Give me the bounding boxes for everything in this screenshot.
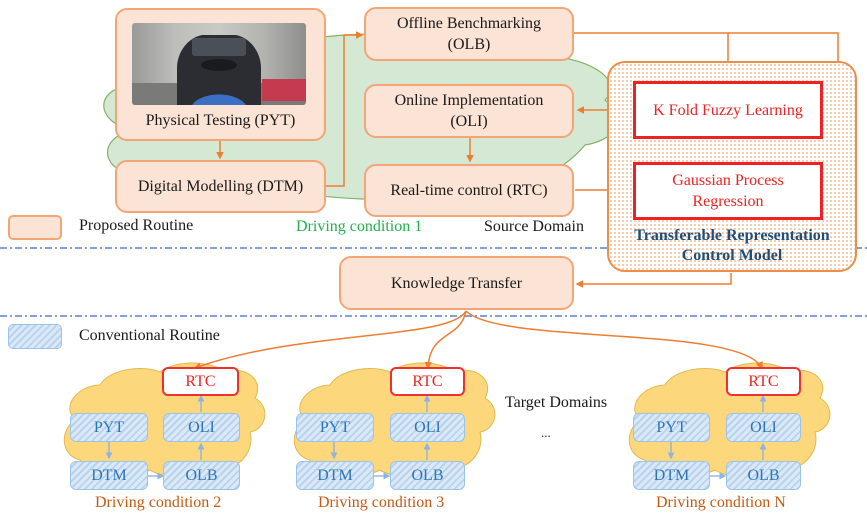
target-n-rtc-label: RTC [748, 372, 779, 390]
target-n-pyt-label: PYT [656, 418, 687, 436]
knowledge-transfer-label: Knowledge Transfer [390, 274, 523, 292]
gaussian-process-regression-box: Gaussian Process Regression [633, 162, 823, 220]
target-3-oli-box: OLI [390, 413, 465, 442]
target-n-pyt-box: PYT [633, 413, 710, 442]
target-n-dtm-box: DTM [633, 461, 710, 490]
target-3-oli-label: OLI [414, 418, 441, 436]
target-2-oli-box: OLI [163, 413, 240, 442]
car-icon [132, 35, 306, 105]
model-title-line1: Transferable Representation [634, 227, 830, 244]
target-2-olb-label: OLB [185, 466, 218, 484]
online-implementation-label: Online Implementation (OLI) [394, 92, 544, 130]
arrow-dtm-olb [326, 31, 364, 187]
target-n-oli-box: OLI [726, 413, 801, 442]
target-3-dtm-box: DTM [296, 461, 374, 490]
target-n-olb-label: OLB [747, 466, 780, 484]
gaussian-process-regression-label: Gaussian Process Regression [672, 172, 784, 210]
target-3-pyt-box: PYT [296, 413, 374, 442]
real-time-control-box: Real-time control (RTC) [364, 164, 574, 217]
online-implementation-box: Online Implementation (OLI) [364, 84, 574, 138]
target-arrows-n [667, 394, 767, 480]
driving-condition-2-label: Driving condition 2 [95, 494, 222, 511]
legend-proposed-swatch [8, 215, 62, 240]
arrow-model-kt [575, 273, 732, 288]
target-arrows-3 [330, 394, 431, 480]
target-3-pyt-label: PYT [319, 418, 351, 436]
knowledge-transfer-box: Knowledge Transfer [339, 256, 574, 310]
physical-testing-label: Physical Testing (PYT) [145, 112, 296, 129]
source-domain-label: Source Domain [484, 218, 584, 235]
kfold-fuzzy-learning-label: K Fold Fuzzy Learning [653, 101, 803, 119]
vehicle-test-photo [132, 23, 306, 105]
target-arrows-2 [105, 394, 205, 480]
target-2-rtc-label: RTC [185, 372, 216, 390]
transferable-model-title: Transferable Representation Control Mode… [607, 226, 857, 266]
driving-condition-3-label: Driving condition 3 [318, 494, 445, 511]
offline-benchmarking-label: Offline Benchmarking (OLB) [396, 15, 542, 53]
target-n-oli-label: OLI [750, 418, 777, 436]
target-2-pyt-box: PYT [70, 413, 148, 442]
target-2-pyt-label: PYT [93, 418, 125, 436]
model-title-line2: Control Model [681, 247, 783, 264]
driving-condition-n-label: Driving condition N [656, 494, 786, 511]
arrow-kt-target-n [465, 310, 763, 370]
target-3-olb-box: OLB [390, 461, 465, 490]
digital-modelling-box: Digital Modelling (DTM) [115, 160, 326, 213]
target-3-rtc-label: RTC [412, 372, 443, 390]
target-2-oli-label: OLI [188, 418, 215, 436]
target-2-olb-box: OLB [163, 461, 240, 490]
target-n-olb-box: OLB [726, 461, 801, 490]
offline-benchmarking-box: Offline Benchmarking (OLB) [364, 7, 574, 61]
target-3-dtm-label: DTM [317, 466, 353, 484]
target-n-dtm-label: DTM [653, 466, 690, 484]
kfold-fuzzy-learning-box: K Fold Fuzzy Learning [633, 81, 823, 139]
target-2-dtm-box: DTM [70, 461, 148, 490]
target-n-rtc-box: RTC [726, 367, 801, 396]
digital-modelling-label: Digital Modelling (DTM) [137, 178, 304, 195]
real-time-control-label: Real-time control (RTC) [390, 182, 548, 199]
arrow-kt-target-2 [193, 310, 467, 370]
legend-proposed-label: Proposed Routine [79, 217, 194, 234]
target-2-dtm-label: DTM [91, 466, 127, 484]
target-domains-label: Target Domains [505, 394, 608, 411]
target-ellipsis: ... [541, 425, 551, 440]
target-3-olb-label: OLB [411, 466, 444, 484]
legend-conventional-swatch [8, 324, 62, 349]
arrow-kt-target-3 [424, 310, 467, 370]
target-3-rtc-box: RTC [390, 367, 465, 396]
target-2-rtc-box: RTC [162, 367, 239, 396]
legend-conventional-label: Conventional Routine [79, 327, 220, 344]
driving-condition-1-label: Driving condition 1 [296, 218, 423, 235]
